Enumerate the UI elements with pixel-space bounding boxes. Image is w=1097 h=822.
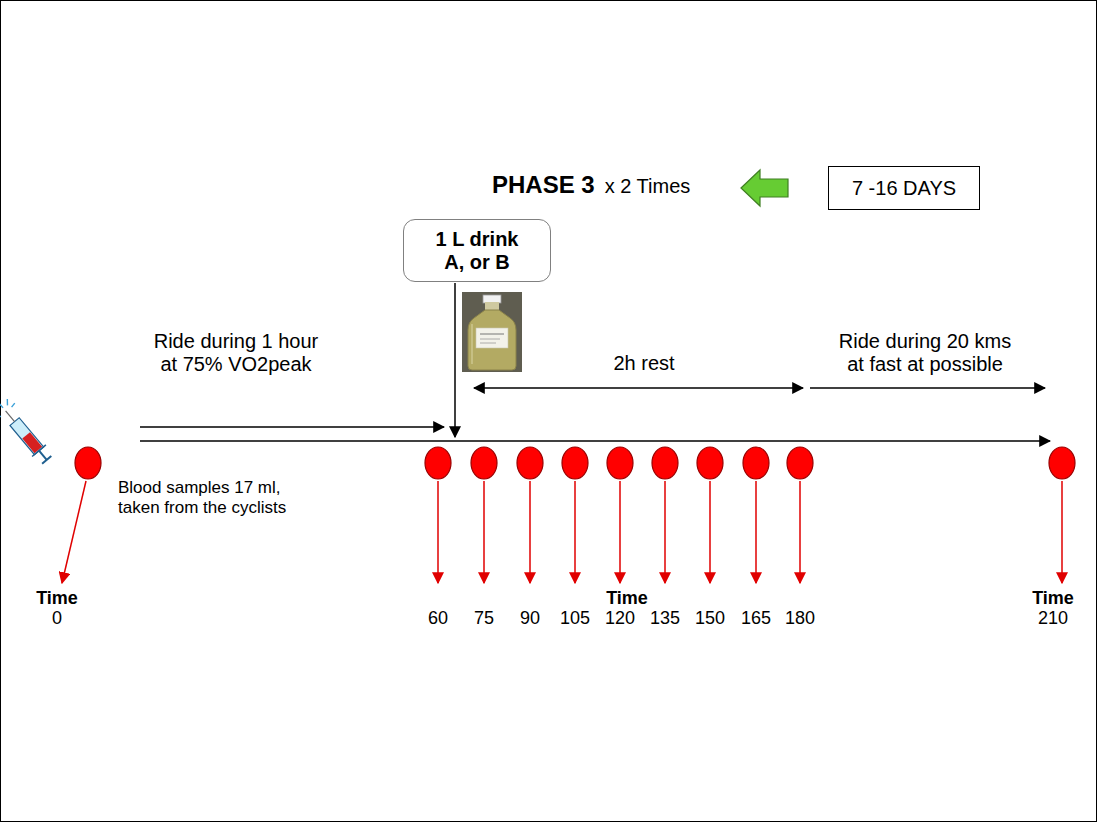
time-tick: 105	[560, 608, 590, 629]
axis-title: Time	[1032, 588, 1074, 609]
sample-dot	[607, 447, 633, 479]
time-tick: 75	[474, 608, 494, 629]
sample-dot	[425, 447, 451, 479]
time-tick: 135	[650, 608, 680, 629]
sample-dot	[1049, 447, 1075, 479]
span-arrow	[810, 387, 1045, 389]
sample-arrow	[755, 481, 757, 583]
phase-label: Ride during 20 kms at fast at possible	[834, 330, 1016, 376]
sample-arrow	[483, 481, 485, 583]
sample-dot	[517, 447, 543, 479]
bottle-photo	[462, 292, 522, 372]
timeline	[140, 440, 1050, 442]
time-tick: 150	[695, 608, 725, 629]
syringe-plunger	[42, 456, 51, 464]
axis-title: Time	[606, 588, 648, 609]
axis-title: Time	[36, 588, 78, 609]
repeat-note: x 2 Times	[605, 175, 691, 198]
photo-ground	[462, 292, 522, 372]
sample-note: Blood samples 17 ml, taken from the cycl…	[118, 478, 303, 517]
time-tick: 0	[52, 608, 62, 629]
span-arrow	[474, 387, 803, 389]
label-line	[480, 343, 496, 344]
time-tick: 90	[520, 608, 540, 629]
box-text: 7 -16 DAYS	[852, 177, 956, 200]
sample-dot	[471, 447, 497, 479]
spray-ray	[4, 399, 10, 405]
sample-arrow	[437, 481, 439, 583]
spray-ray	[0, 415, 1, 419]
sample-arrow	[529, 481, 531, 583]
time-tick: 165	[741, 608, 771, 629]
sample-dot	[743, 447, 769, 479]
sample-dot	[697, 447, 723, 479]
sample-dot	[75, 447, 101, 479]
bottle-cap	[483, 295, 501, 303]
sample-arrow	[664, 481, 666, 583]
sample-dot	[652, 447, 678, 479]
time-tick: 60	[428, 608, 448, 629]
sample-arrow	[799, 481, 801, 583]
bottle-shine	[471, 324, 473, 364]
spray-ray	[0, 403, 3, 408]
label-line	[480, 339, 500, 340]
phase-label: 2h rest	[613, 352, 674, 375]
time-tick: 180	[785, 608, 815, 629]
drink-arrow	[454, 283, 456, 437]
sample-dot	[562, 447, 588, 479]
sample-dot	[787, 447, 813, 479]
sample-arrow	[709, 481, 711, 583]
label-line	[480, 334, 504, 335]
green-arrow	[741, 170, 788, 206]
span-arrow	[140, 426, 444, 428]
syringe-needle	[6, 411, 15, 422]
spray-ray	[11, 403, 15, 407]
phase-heading: PHASE 3	[492, 171, 595, 199]
syringe-barrel	[10, 418, 44, 455]
syringe-plunger	[39, 451, 47, 460]
drink-box: 1 L drink A, or B	[403, 219, 551, 282]
sample-arrow	[1061, 481, 1063, 583]
sample-arrow	[62, 481, 86, 583]
syringe-flange	[32, 445, 46, 457]
sample-arrow	[619, 481, 621, 583]
syringe-icon	[0, 396, 56, 468]
sample-arrow	[574, 481, 576, 583]
bottle-body	[468, 310, 516, 370]
box-text: 1 L drink A, or B	[429, 228, 525, 274]
duration-box: 7 -16 DAYS	[828, 166, 980, 210]
time-tick: 210	[1038, 608, 1068, 629]
bottle-label	[476, 328, 508, 348]
time-tick: 120	[605, 608, 635, 629]
phase-label: Ride during 1 hour at 75% VO2peak	[147, 330, 325, 376]
